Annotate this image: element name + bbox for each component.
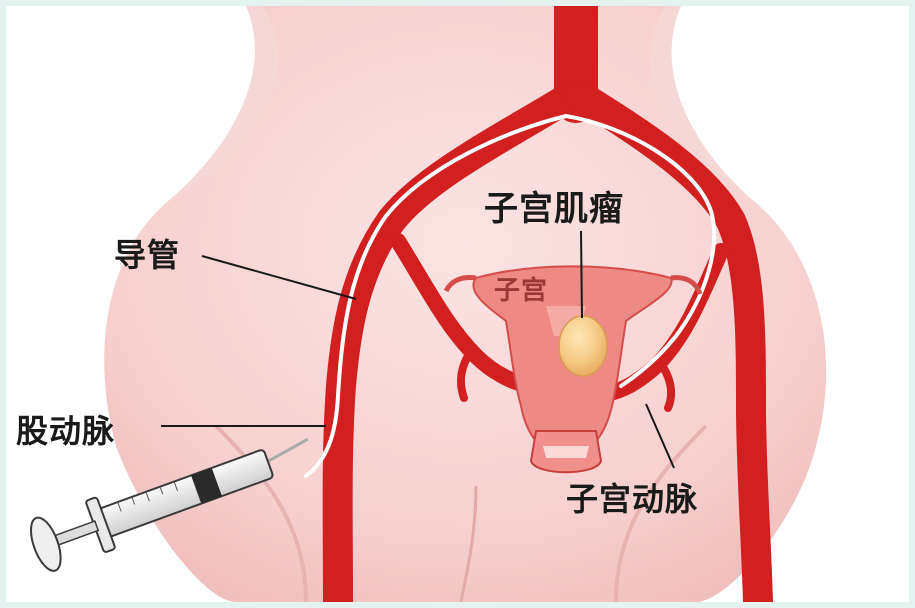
uterine-artery-label: 子宫动脉 — [566, 474, 698, 520]
fibroid — [559, 316, 607, 376]
uterus-label: 子宫 — [494, 270, 548, 307]
catheter-label: 导管 — [114, 230, 180, 276]
femoral-artery-label: 股动脉 — [16, 406, 115, 452]
illustration-frame: 子宫肌瘤 子宫 导管 股动脉 子宫动脉 — [6, 6, 909, 602]
fibroid-leader — [581, 231, 582, 318]
pelvis-body — [104, 6, 826, 602]
anatomy-diagram — [6, 6, 909, 602]
fibroid-label: 子宫肌瘤 — [484, 181, 624, 230]
